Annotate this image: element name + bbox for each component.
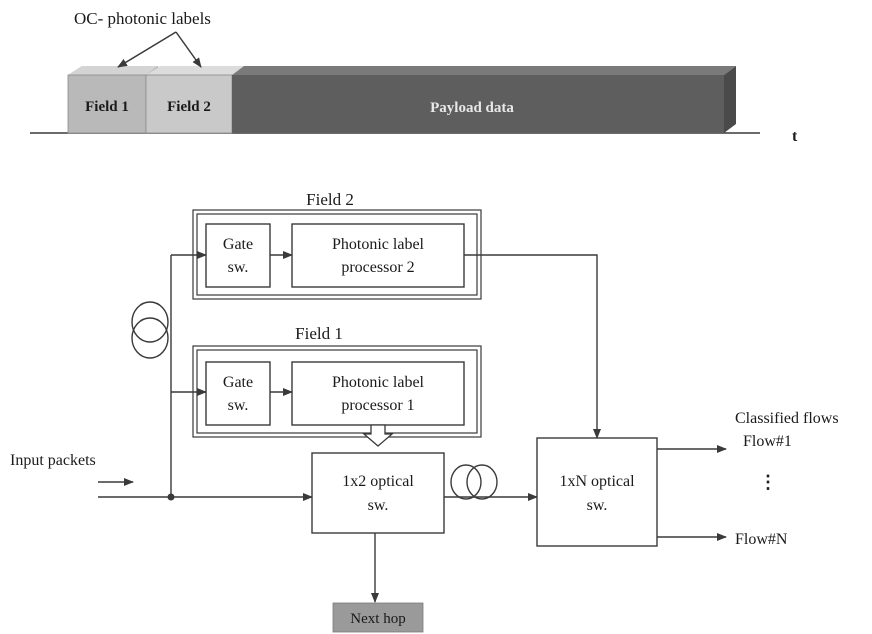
label-processor-1	[291, 361, 465, 426]
switch-1x2-line1: 1x2 optical	[342, 473, 414, 490]
gate-switch-1	[205, 361, 271, 426]
processor1-control-arrow	[362, 424, 394, 447]
payload-label: Payload data	[430, 100, 514, 116]
field1-label: Field 1	[85, 99, 129, 115]
packet-format: t Field 1 Field 2 Payload data OC- photo…	[30, 9, 798, 145]
optical-switch-1xN	[536, 437, 658, 547]
delay-coil-left	[131, 301, 169, 359]
label-processor-2	[291, 223, 465, 288]
gate-switch-1-line2: sw.	[228, 397, 249, 414]
field2-block: Field 2	[145, 66, 244, 134]
gate-switch-2-line2: sw.	[228, 259, 249, 276]
delay-coil-right	[450, 464, 498, 500]
field1-block: Field 1	[67, 66, 158, 134]
flow-1-label: Flow#1	[743, 433, 792, 450]
switch-1x2-line2: sw.	[368, 497, 389, 514]
processor-2-line2: processor 2	[341, 259, 414, 276]
gate-switch-1-line1: Gate	[223, 374, 253, 391]
optical-switch-1x2	[311, 452, 445, 534]
processor-1-line1: Photonic label	[332, 374, 425, 391]
field2-group-title: Field 2	[306, 190, 354, 209]
next-hop-label: Next hop	[350, 611, 405, 627]
field2-label: Field 2	[167, 99, 211, 115]
payload-block: Payload data	[232, 66, 736, 133]
processor-1-line2: processor 1	[341, 397, 414, 414]
processor2-to-1xN	[464, 254, 601, 439]
label-pointer-field2	[175, 31, 202, 68]
gate-switch-2	[205, 223, 271, 288]
block-diagram: Field 2 Gate sw. Photonic label processo…	[10, 190, 839, 633]
label-pointer-field1	[117, 31, 177, 68]
processor-2-line1: Photonic label	[332, 236, 425, 253]
classified-flows-label: Classified flows	[735, 410, 839, 427]
labels-title: OC- photonic labels	[74, 9, 211, 28]
next-hop-box	[332, 602, 424, 633]
switch-1xN-line1: 1xN optical	[559, 473, 635, 490]
input-packets-label: Input packets	[10, 452, 96, 469]
flow-dots: ⋮	[759, 472, 777, 492]
gate-switch-2-line1: Gate	[223, 236, 253, 253]
time-axis-label: t	[792, 128, 798, 145]
flow-n-label: Flow#N	[735, 531, 788, 548]
field1-group-title: Field 1	[295, 324, 343, 343]
switch-1xN-line2: sw.	[587, 497, 608, 514]
